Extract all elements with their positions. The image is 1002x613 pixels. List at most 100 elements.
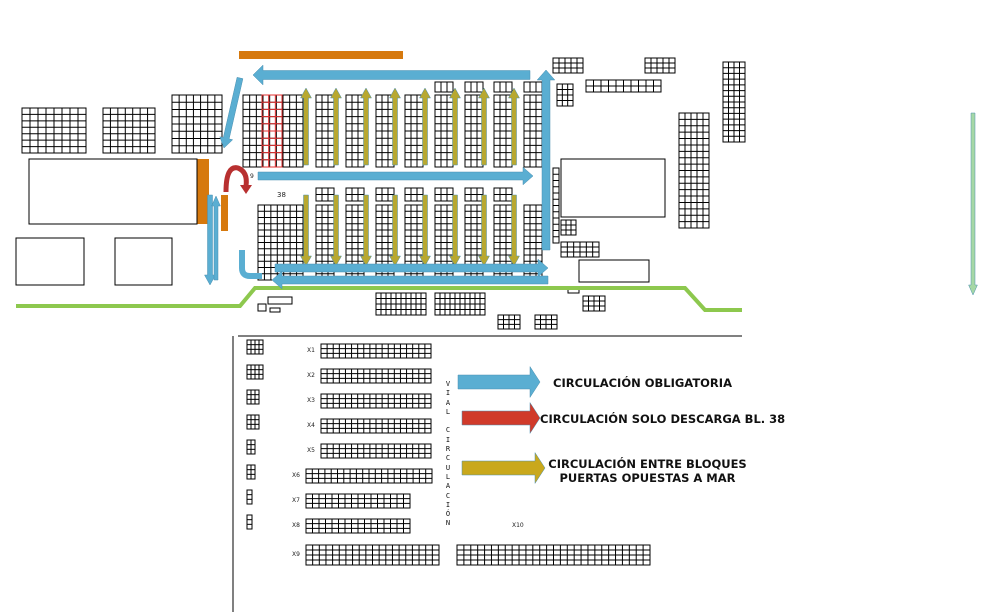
mandatory-arrow-lower-right (274, 258, 549, 278)
container-block (552, 57, 584, 74)
mandatory-arrow-left-down (204, 194, 216, 286)
container-block (534, 314, 558, 330)
container-row-x6 (305, 468, 433, 484)
between-blocks-arrow (300, 194, 312, 267)
row-label-x2: X2 (307, 372, 315, 379)
legend-between-blocks-line2: PUERTAS OPUESTAS A MAR (559, 471, 736, 485)
barrier-small (221, 195, 228, 231)
container-block-upper (434, 94, 454, 168)
block-38-label: 38 (277, 191, 286, 199)
building-outline (560, 158, 666, 218)
row-label-x10: X10 (512, 522, 524, 529)
container-block (171, 94, 223, 154)
building-outline (267, 296, 293, 305)
container-row (320, 343, 432, 359)
container-row-x8 (305, 518, 411, 534)
between-blocks-arrow (449, 194, 461, 267)
mandatory-arrow-top (252, 64, 531, 86)
barrier-left (197, 159, 209, 224)
container-block-upper (315, 94, 335, 168)
container-block-head (345, 187, 365, 202)
container-block-upper (404, 94, 424, 168)
between-blocks-arrow (360, 87, 372, 166)
container-block (582, 295, 606, 312)
between-blocks-arrow (419, 194, 431, 267)
container-block-upper (375, 94, 395, 168)
container-block (552, 167, 560, 244)
small-block (246, 389, 260, 405)
container-block (497, 314, 521, 330)
between-blocks-arrow (300, 87, 312, 166)
legend-mandatory-arrow (457, 365, 541, 399)
legend-between-blocks-arrow (461, 451, 546, 485)
container-block-head (434, 81, 454, 93)
mandatory-arrow-left-up (211, 195, 221, 281)
unload-only-uturn-arrow (223, 165, 249, 193)
mandatory-arrow-diagonal (219, 77, 244, 149)
building-outline (269, 307, 281, 313)
container-row (320, 393, 432, 409)
container-block (560, 219, 577, 236)
between-blocks-arrow (330, 87, 342, 166)
container-row (320, 418, 432, 434)
row-label-x6: X6 (292, 472, 300, 479)
highlighted-block-columns (261, 94, 283, 168)
container-block-head (315, 187, 335, 202)
container-block-upper (345, 94, 365, 168)
building-outline (114, 237, 173, 286)
between-blocks-arrow (478, 87, 490, 166)
container-block (722, 61, 746, 143)
container-block (585, 79, 662, 93)
container-block-head (493, 81, 513, 93)
container-row-x9 (305, 544, 440, 566)
container-block (678, 112, 710, 229)
row-label-x4: X4 (307, 422, 315, 429)
between-blocks-arrow (389, 194, 401, 267)
between-blocks-arrow (330, 194, 342, 267)
row-label-x9: X9 (292, 551, 300, 558)
barrier-top (239, 51, 403, 59)
between-blocks-arrow (449, 87, 461, 166)
mandatory-arrow-right-vertical (536, 69, 556, 251)
unload-only-uturn-arrowhead (240, 185, 252, 194)
between-blocks-arrow (389, 87, 401, 166)
row-label-x8: X8 (292, 522, 300, 529)
container-block-upper (523, 94, 543, 168)
between-blocks-arrow (508, 87, 520, 166)
building-outline (28, 158, 198, 225)
mandatory-arrow-corner (239, 250, 262, 279)
legend-mandatory-label: CIRCULACIÓN OBLIGATORIA (553, 376, 732, 390)
row-label-x3: X3 (307, 397, 315, 404)
container-block-head (464, 187, 484, 202)
row-label-x5: X5 (307, 447, 315, 454)
building-outline (578, 259, 650, 283)
container-row (320, 368, 432, 384)
small-block (246, 364, 264, 380)
small-block (246, 414, 260, 430)
mandatory-arrow-lower-left (271, 270, 549, 290)
container-block (21, 107, 87, 154)
container-block (375, 292, 427, 316)
between-blocks-arrow (419, 87, 431, 166)
container-block-head (434, 187, 454, 202)
between-blocks-arrow (508, 194, 520, 267)
legend-between-blocks-line1: CIRCULACIÓN ENTRE BLOQUES (548, 457, 747, 471)
container-block (434, 292, 486, 316)
mandatory-arrow-middle (257, 166, 534, 186)
container-block-upper (493, 94, 513, 168)
legend-unload-label: CIRCULACIÓN SOLO DESCARGA BL. 38 (540, 412, 786, 426)
between-blocks-arrow (478, 194, 490, 267)
container-row-x7 (305, 493, 411, 509)
between-blocks-arrow (360, 194, 372, 267)
small-block (246, 464, 256, 480)
container-block-head (404, 187, 424, 202)
small-block (246, 489, 253, 505)
yard-boundary-line (16, 286, 742, 312)
building-outline (257, 303, 267, 312)
small-block (246, 339, 264, 355)
small-block (246, 439, 256, 455)
building-outline (15, 237, 85, 286)
marker-9-label: 9 (250, 173, 254, 180)
